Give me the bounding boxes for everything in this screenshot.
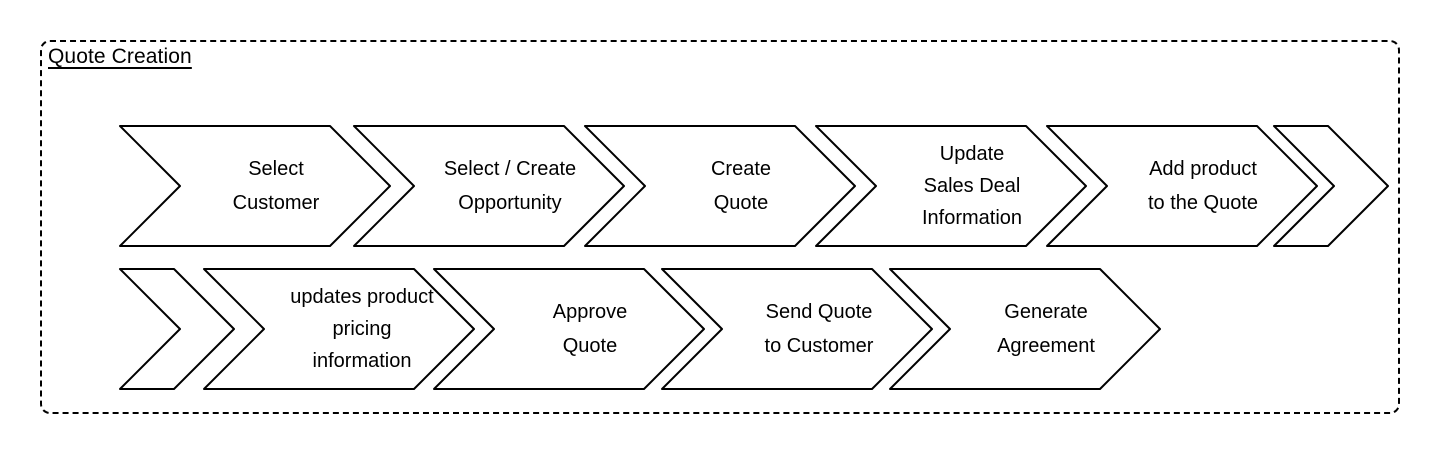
process-step-row2-continuation[interactable]	[118, 267, 235, 391]
process-step-generate-agreement[interactable]: Generate Agreement	[888, 267, 1161, 391]
process-step-select-customer[interactable]: Select Customer	[118, 124, 391, 248]
process-step-row1-continuation[interactable]	[1272, 124, 1389, 248]
quote-creation-group-frame	[40, 40, 1400, 414]
group-title: Quote Creation	[48, 44, 194, 70]
